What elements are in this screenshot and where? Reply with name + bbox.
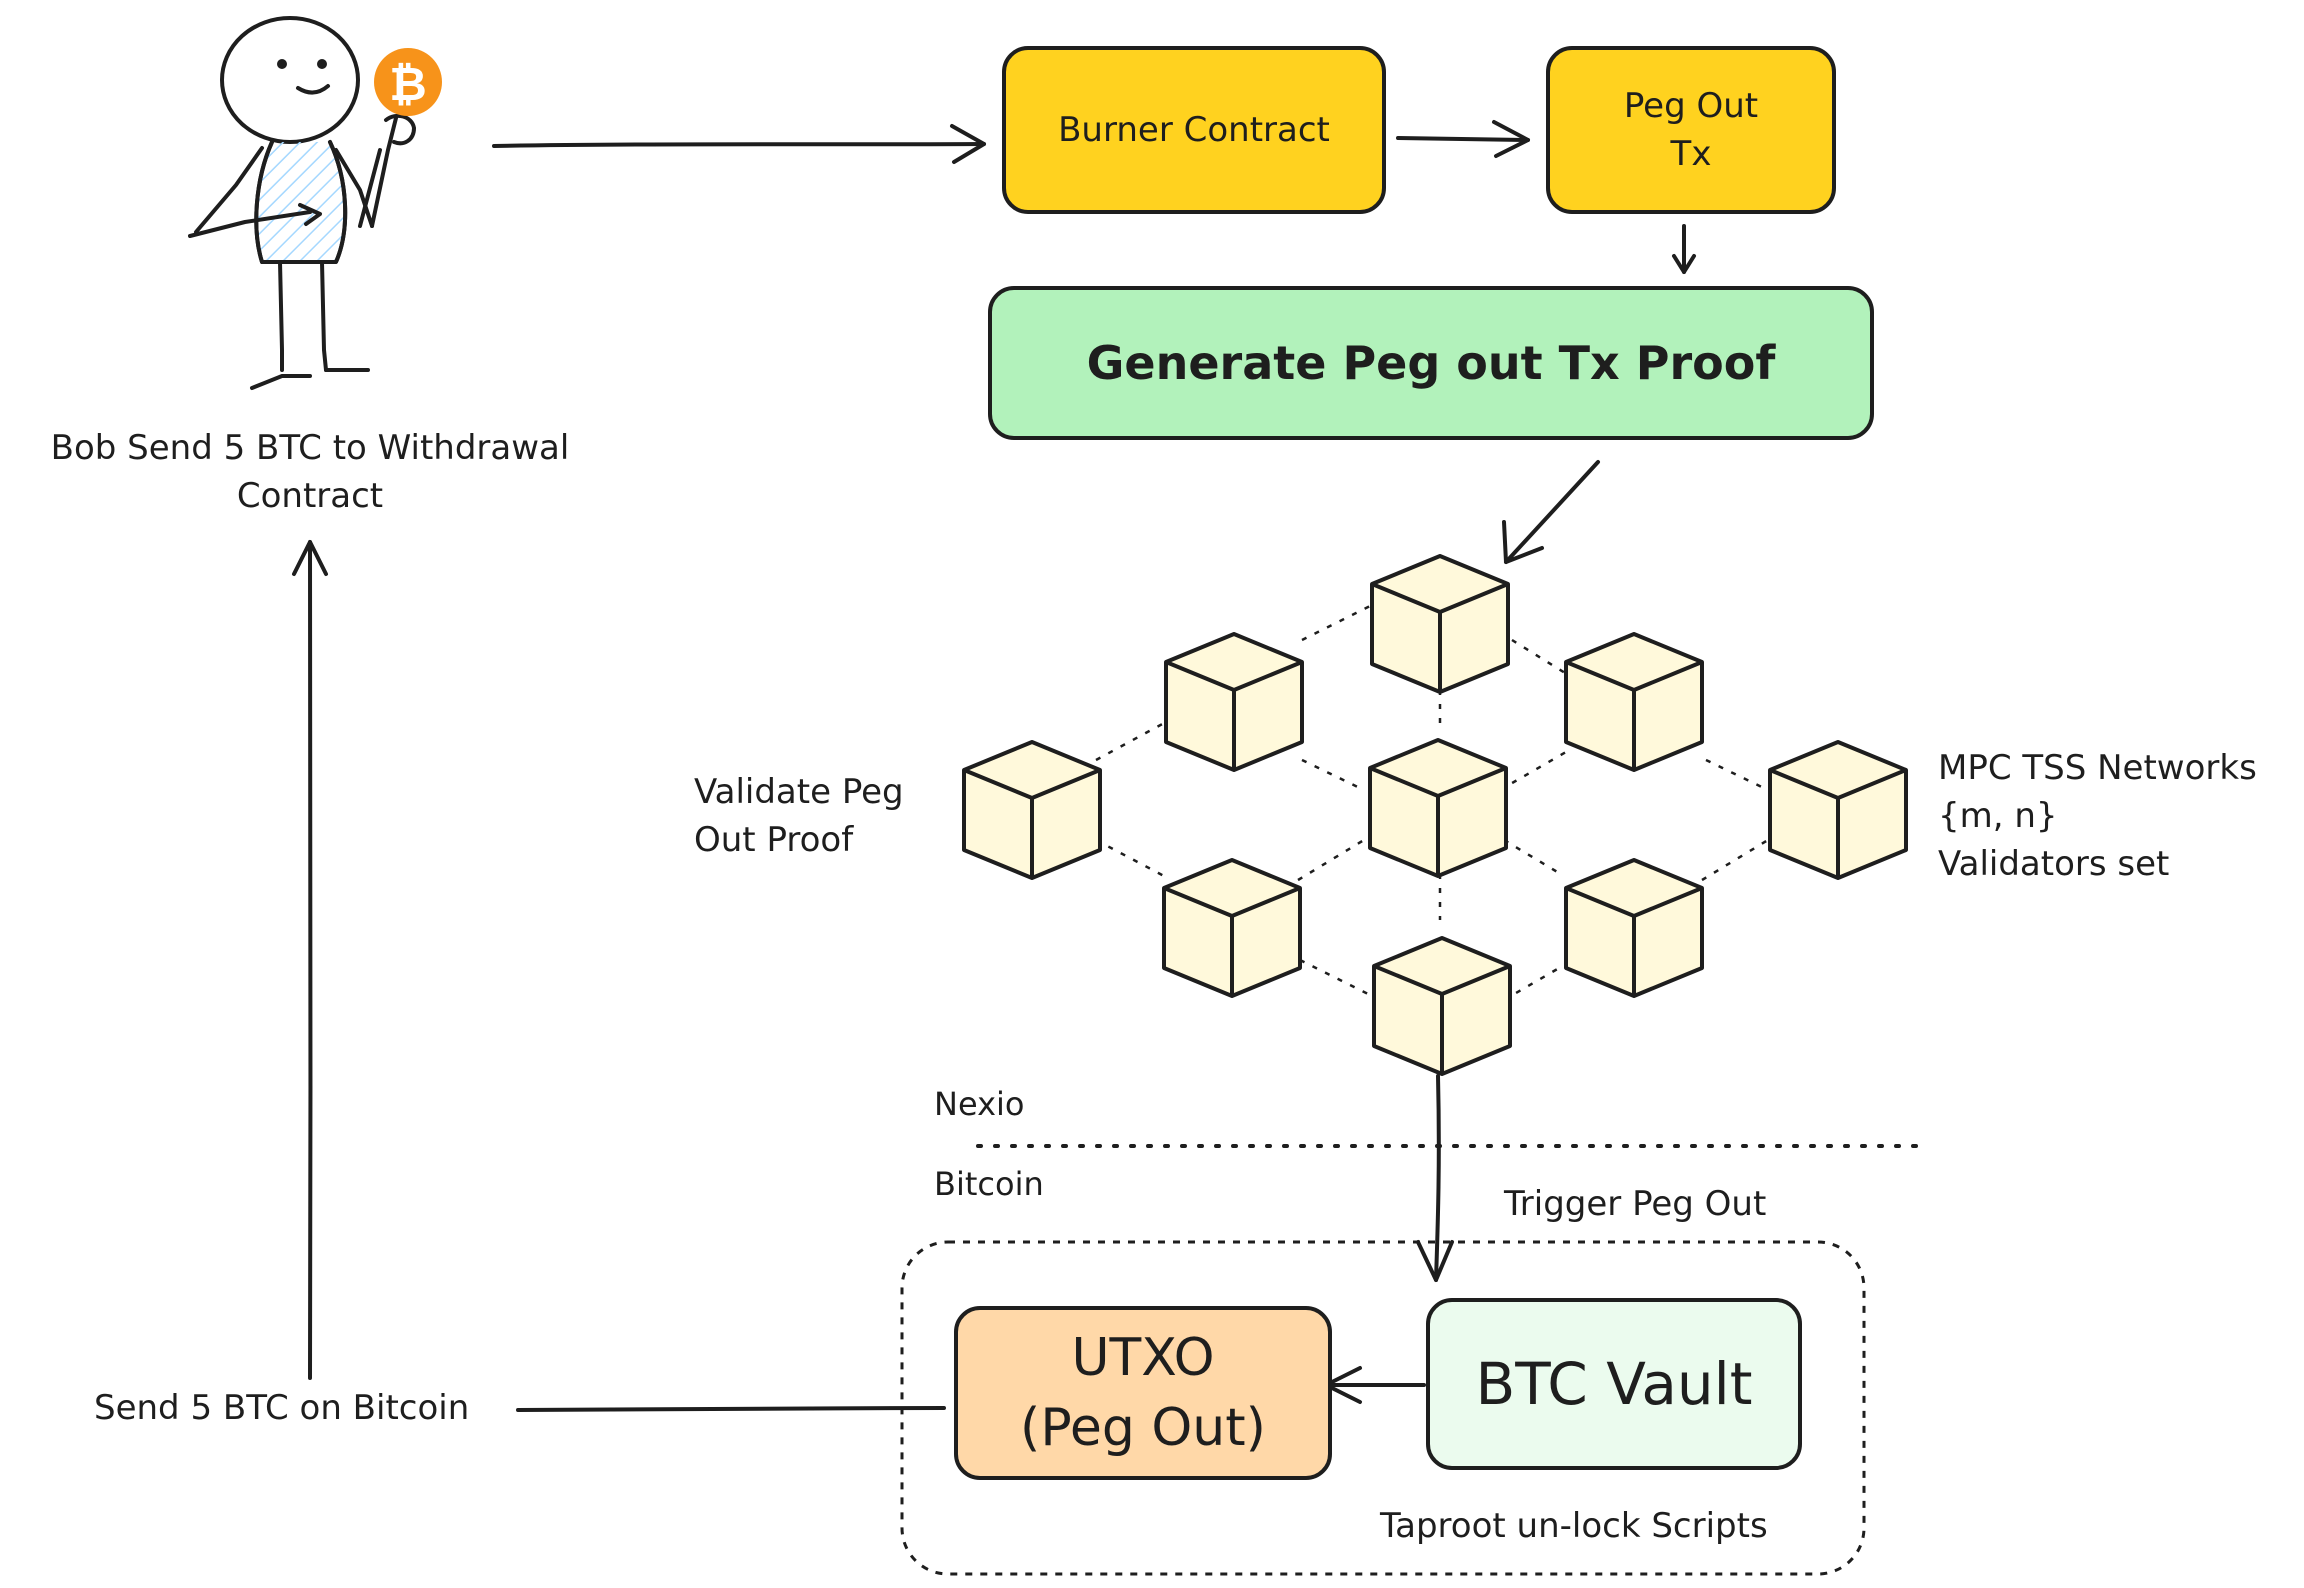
taproot-scripts-label: Taproot un-lock Scripts <box>1380 1506 1768 1546</box>
btc-vault-box: BTC Vault <box>1426 1298 1802 1470</box>
send-btc-label: Send 5 BTC on Bitcoin <box>94 1388 470 1428</box>
svg-text:₿: ₿ <box>389 57 427 111</box>
burner-contract-box: Burner Contract <box>1002 46 1386 214</box>
validator-node-cube <box>1564 858 1704 998</box>
validate-proof-label: Validate Peg Out Proof <box>694 772 904 860</box>
generate-proof-box: Generate Peg out Tx Proof <box>988 286 1874 440</box>
network-links <box>1095 600 1769 1002</box>
validator-node-cube <box>1164 632 1304 772</box>
validator-node-cube <box>1768 740 1908 880</box>
trigger-pegout-label: Trigger Peg Out <box>1504 1184 1767 1224</box>
arrow-proof-to-network <box>1504 460 1600 564</box>
validator-cubes <box>962 554 1908 1076</box>
validator-node-cube <box>1162 858 1302 998</box>
nexio-chain-label: Nexio <box>934 1085 1025 1123</box>
utxo-pegout-box: UTXO (Peg Out) <box>954 1306 1332 1480</box>
bitcoin-chain-label: Bitcoin <box>934 1165 1044 1203</box>
arrow-utxo-to-send <box>516 1406 946 1412</box>
mpc-network-label: MPC TSS Networks {m, n} Validators set <box>1938 748 2257 884</box>
validator-node-cube <box>1372 936 1512 1076</box>
arrow-burner-to-pegout <box>1396 136 1530 142</box>
bitcoin-coin-icon: ₿ <box>374 48 442 116</box>
arrow-send-to-bob <box>308 540 313 1380</box>
actor-label: Bob Send 5 BTC to Withdrawal Contract <box>50 428 570 516</box>
validator-node-cube <box>1370 554 1510 694</box>
arrow-network-to-vault <box>1434 1074 1441 1282</box>
arrow-bob-to-burner <box>492 142 986 148</box>
taproot-group-border <box>900 1240 1866 1576</box>
validator-node-cube <box>1564 632 1704 772</box>
bob-figure <box>188 16 416 390</box>
validator-node-cube <box>962 740 1102 880</box>
validator-node-cube <box>1368 738 1508 878</box>
pegout-tx-box: Peg Out Tx <box>1546 46 1836 214</box>
